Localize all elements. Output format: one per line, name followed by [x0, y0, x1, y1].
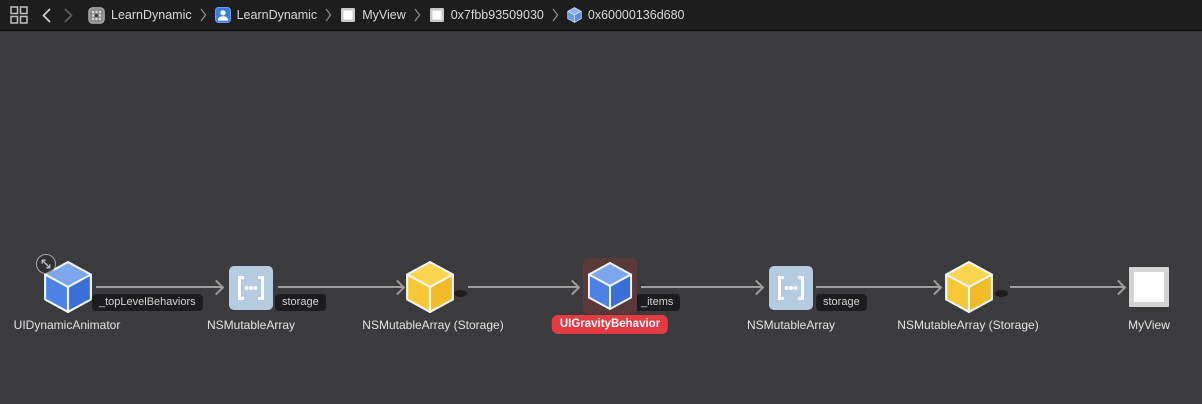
node-label: NSMutableArray (Storage)	[362, 318, 504, 332]
node-uidynamicanimator[interactable]	[43, 261, 93, 318]
app-icon	[88, 6, 105, 24]
grid-overview-button[interactable]	[10, 6, 28, 24]
edge-label: _items	[634, 294, 681, 311]
edge-label: storage	[816, 294, 867, 311]
edge-source-dot	[454, 290, 467, 297]
breadcrumb-separator-icon	[325, 8, 332, 22]
breadcrumb-label: 0x60000136d680	[587, 8, 685, 22]
node-label: NSMutableArray	[206, 318, 296, 332]
view-icon	[1134, 272, 1164, 302]
breadcrumb-item-project[interactable]: LearnDynamic	[88, 6, 192, 24]
blue-cube-icon	[587, 262, 633, 310]
diagonal-arrows-icon	[41, 259, 51, 269]
node-nsmutablearray-2[interactable]	[769, 266, 813, 315]
expand-collapse-badge[interactable]	[36, 254, 56, 274]
breadcrumb-item-myview[interactable]: MyView	[340, 7, 406, 23]
node-nsmutablearray-1[interactable]	[229, 266, 273, 315]
breadcrumb-label: MyView	[362, 8, 406, 22]
jump-bar: LearnDynamic LearnDynamic	[0, 0, 1202, 31]
breadcrumb-item-view-address[interactable]: 0x7fbb93509030	[429, 7, 544, 23]
array-brackets-icon	[229, 266, 273, 310]
node-label: NSMutableArray (Storage)	[897, 318, 1039, 332]
node-uigravitybehavior[interactable]	[583, 258, 637, 314]
edge-label: storage	[275, 294, 326, 311]
selected-node-label: UIGravityBehavior	[551, 315, 669, 334]
node-label: UIDynamicAnimator	[13, 318, 121, 332]
node-label: NSMutableArray	[746, 318, 836, 332]
cube-icon	[567, 7, 582, 23]
blue-cube-icon	[44, 261, 92, 313]
breadcrumb-separator-icon	[200, 8, 207, 22]
breadcrumb-separator-icon	[552, 8, 559, 22]
edge-arrow	[278, 286, 403, 288]
node-myview[interactable]	[1129, 267, 1169, 307]
node-nsmutablearray-storage-1[interactable]	[405, 261, 455, 318]
yellow-cube-icon	[945, 261, 993, 313]
view-icon	[340, 7, 356, 23]
edge-source-dot	[995, 290, 1008, 297]
chevron-left-icon	[42, 8, 51, 22]
node-nsmutablearray-storage-2[interactable]	[944, 261, 994, 318]
breadcrumb-label: 0x7fbb93509030	[450, 8, 544, 22]
edge-arrow	[1010, 286, 1124, 288]
grid-icon	[10, 6, 28, 24]
breadcrumb-label: LearnDynamic	[236, 8, 318, 22]
breadcrumb-label: LearnDynamic	[111, 8, 192, 22]
array-brackets-icon	[769, 266, 813, 310]
edge-label: _topLevelBehaviors	[92, 294, 203, 311]
edge-arrow	[816, 286, 940, 288]
edge-arrow	[468, 286, 578, 288]
process-icon	[214, 7, 231, 23]
yellow-cube-icon	[406, 261, 454, 313]
breadcrumb-item-process[interactable]: LearnDynamic	[214, 7, 318, 23]
breadcrumb-item-object-address[interactable]: 0x60000136d680	[567, 7, 685, 23]
breadcrumb-separator-icon	[414, 8, 421, 22]
edge-arrow	[641, 286, 762, 288]
node-label: MyView	[1128, 318, 1170, 332]
chevron-right-icon	[64, 8, 73, 22]
memory-graph-canvas: _topLevelBehaviors storage _items storag…	[0, 31, 1202, 404]
edge-arrow	[96, 286, 222, 288]
view-icon	[429, 7, 445, 23]
forward-button[interactable]	[63, 8, 74, 23]
back-button[interactable]	[41, 8, 52, 23]
